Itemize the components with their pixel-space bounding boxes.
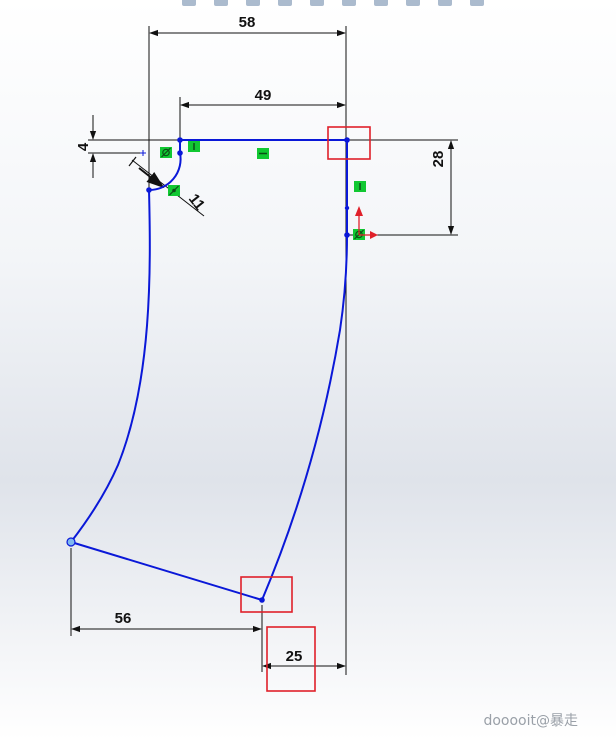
sketch-profile[interactable]	[70, 139, 348, 601]
view-settings-icon[interactable]	[470, 0, 484, 6]
dimension-value[interactable]: 56	[115, 610, 132, 627]
dimension-56[interactable]: 56	[70, 548, 263, 672]
dimension-value[interactable]: 58	[239, 14, 256, 31]
vertical-relation-icon[interactable]	[354, 181, 366, 192]
dimension-49[interactable]: 49	[179, 87, 346, 140]
sketch-point[interactable]	[344, 205, 350, 211]
sketch-point[interactable]	[344, 232, 350, 238]
horizontal-relation-icon[interactable]	[257, 148, 269, 159]
highlight-bottom-vertex	[240, 576, 293, 613]
arc-center-mark	[140, 150, 146, 156]
sketch-point[interactable]	[259, 597, 265, 603]
watermark: dooooit@暴走	[483, 713, 578, 729]
bottom-line[interactable]	[70, 541, 263, 601]
zoom-icon[interactable]	[246, 0, 260, 6]
dimension-value[interactable]: 4	[75, 142, 92, 151]
left-curve[interactable]	[70, 189, 151, 543]
dimension-25[interactable]: 25	[262, 648, 346, 670]
view-toolbar	[182, 0, 522, 8]
appearance-icon[interactable]	[406, 0, 420, 6]
dimension-value[interactable]: 11	[185, 191, 208, 214]
origin-icon	[355, 206, 378, 239]
sketch-point[interactable]	[177, 150, 183, 156]
selected-point[interactable]	[66, 537, 76, 547]
dimension-value[interactable]: 49	[255, 87, 272, 104]
sketch-points	[66, 137, 350, 603]
sketch-point[interactable]	[177, 137, 183, 143]
highlight-boxes	[240, 126, 371, 692]
sketch-point[interactable]	[146, 187, 152, 193]
dimension-58[interactable]: 58	[148, 14, 347, 675]
highlight-top-right-corner	[327, 126, 371, 160]
sketch-point[interactable]	[344, 137, 350, 143]
section-icon[interactable]	[310, 0, 324, 6]
dimension-value[interactable]: 25	[286, 648, 303, 665]
rotate-icon[interactable]	[182, 0, 196, 6]
display-style-icon[interactable]	[342, 0, 356, 6]
view-orient-icon[interactable]	[278, 0, 292, 6]
coincident-relation-icon[interactable]	[168, 185, 180, 196]
dimension-4[interactable]: 4	[75, 115, 180, 178]
right-curve[interactable]	[261, 234, 348, 601]
highlight-dimension-25	[266, 626, 316, 692]
scene-icon[interactable]	[438, 0, 452, 6]
fillet-arc[interactable]	[148, 152, 182, 192]
pan-icon[interactable]	[214, 0, 228, 6]
vertical-relation-icon[interactable]	[188, 141, 200, 152]
hide-show-icon[interactable]	[374, 0, 388, 6]
tangent-relation-icon[interactable]	[160, 147, 172, 158]
dimension-value[interactable]: 28	[430, 151, 447, 168]
leader-tick	[128, 156, 137, 167]
radius-arrow	[138, 167, 165, 189]
